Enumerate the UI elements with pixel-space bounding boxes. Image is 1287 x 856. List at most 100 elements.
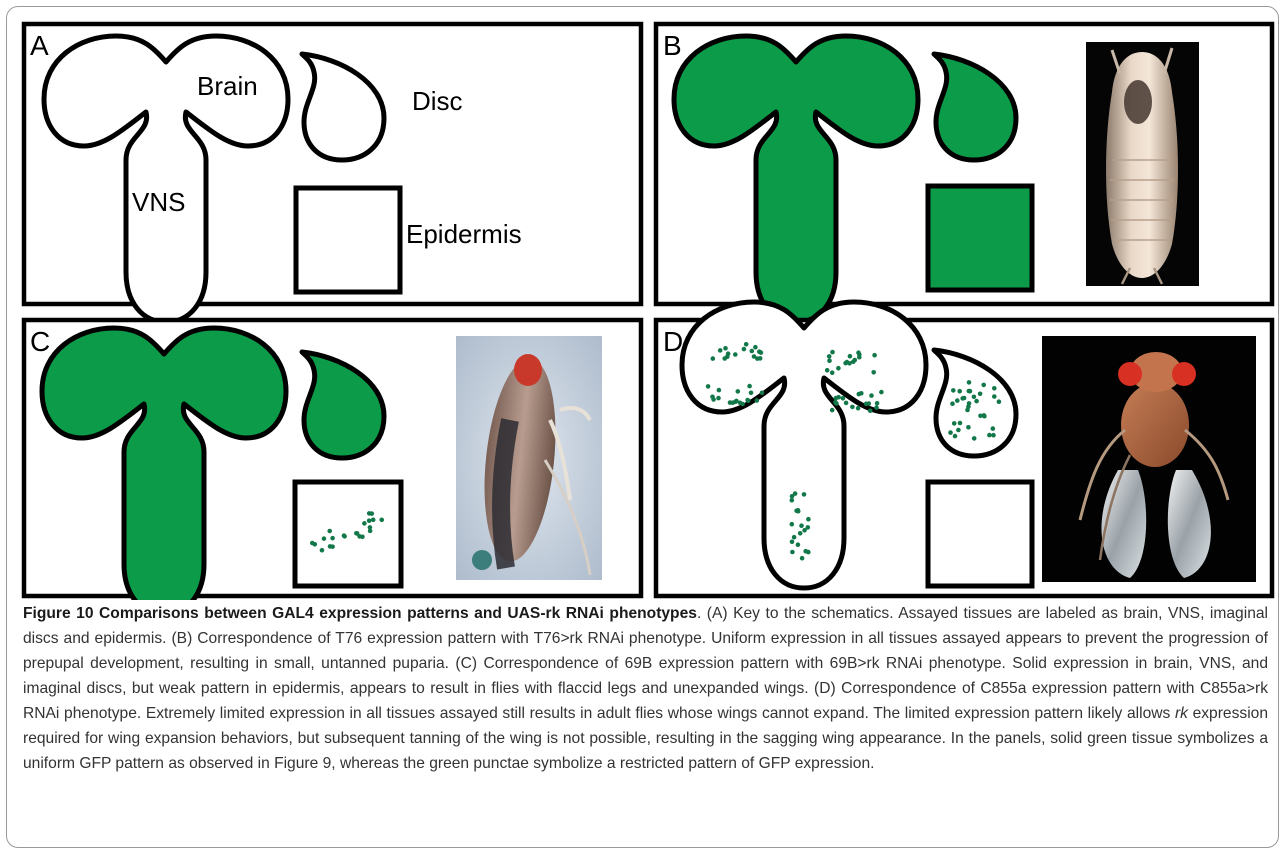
epidermis-solid	[928, 186, 1032, 290]
gfp-punctum	[744, 342, 749, 347]
gfp-punctum	[827, 359, 832, 364]
gfp-punctum	[830, 350, 835, 355]
gfp-punctum	[956, 428, 961, 433]
gfp-punctum	[806, 525, 811, 530]
gfp-punctum	[871, 370, 876, 375]
gfp-punctum	[738, 401, 743, 406]
panel-b: B	[656, 24, 1272, 322]
gfp-punctum	[991, 426, 996, 431]
gfp-punctum	[857, 355, 862, 360]
gfp-punctum	[968, 389, 973, 394]
gfp-punctum	[755, 398, 760, 403]
gfp-punctum	[749, 391, 754, 396]
puparium-photo	[1086, 42, 1199, 286]
caption-italic-gene: rk	[1175, 705, 1188, 722]
gfp-punctum	[798, 531, 803, 536]
disc-label: Disc	[412, 86, 463, 116]
gfp-punctum	[792, 535, 797, 540]
gfp-punctum	[830, 370, 835, 375]
epidermis-label: Epidermis	[406, 219, 522, 249]
gfp-punctum	[987, 433, 992, 438]
gfp-punctum	[967, 380, 972, 385]
gfp-punctum	[974, 399, 979, 404]
sagging-wing-fly-photo	[1042, 336, 1256, 582]
gfp-punctum	[736, 389, 741, 394]
gfp-punctum	[851, 359, 856, 364]
gfp-punctum	[875, 401, 880, 406]
gfp-punctum	[796, 542, 801, 547]
gfp-punctum	[850, 405, 855, 410]
figure-caption: Figure 10 Comparisons between GAL4 expre…	[23, 601, 1268, 776]
flaccid-fly-photo	[456, 336, 602, 580]
gfp-punctum	[742, 347, 747, 352]
gfp-punctum	[859, 391, 864, 396]
gfp-punctum	[841, 396, 846, 401]
panel-a-letter: A	[30, 30, 49, 61]
gfp-punctum	[790, 540, 795, 545]
gfp-punctum	[867, 401, 872, 406]
brain-label: Brain	[197, 71, 258, 101]
gfp-punctum	[869, 393, 874, 398]
gfp-punctum	[806, 550, 811, 555]
panel-b-letter: B	[663, 30, 682, 61]
gfp-punctum	[948, 430, 953, 435]
gfp-punctum	[716, 396, 721, 401]
figure-illustration: A Brain VNS Disc Epidermis B C	[0, 0, 1287, 600]
caption-body-1: . (A) Key to the schematics. Assayed tis…	[23, 605, 1268, 722]
gfp-punctum	[746, 398, 751, 403]
gfp-punctum	[997, 399, 1002, 404]
gfp-punctum	[722, 356, 727, 361]
gfp-punctum	[717, 388, 722, 393]
gfp-punctum	[711, 356, 716, 361]
gfp-punctum	[802, 492, 807, 497]
gfp-punctum	[796, 508, 801, 513]
gfp-punctum	[848, 354, 853, 359]
gfp-punctum	[992, 394, 997, 399]
epidermis-outline	[296, 188, 400, 292]
gfp-punctum	[972, 395, 977, 400]
gfp-punctum	[950, 401, 955, 406]
gfp-punctum	[731, 400, 736, 405]
gfp-punctum	[750, 349, 755, 354]
gfp-punctum	[868, 409, 873, 414]
gfp-punctum	[759, 350, 764, 355]
panel-c: C	[24, 320, 641, 600]
gfp-punctum	[723, 346, 728, 351]
gfp-punctum	[953, 434, 958, 439]
gfp-punctum	[752, 354, 757, 359]
gfp-punctum	[834, 401, 839, 406]
gfp-punctum	[790, 522, 795, 527]
gfp-punctum	[718, 348, 723, 353]
gfp-punctum	[872, 353, 877, 358]
gfp-punctum	[753, 345, 758, 350]
gfp-punctum	[760, 391, 765, 396]
gfp-punctum	[957, 389, 962, 394]
gfp-punctum	[874, 405, 879, 410]
panel-c-letter: C	[30, 326, 50, 357]
gfp-punctum	[958, 421, 963, 426]
gfp-punctum	[856, 406, 861, 411]
gfp-punctum	[879, 390, 884, 395]
gfp-punctum	[706, 384, 711, 389]
caption-title: Figure 10 Comparisons between GAL4 expre…	[23, 605, 697, 622]
gfp-punctum	[836, 366, 841, 371]
gfp-punctum	[844, 401, 849, 406]
gfp-punctum	[827, 354, 832, 359]
gfp-punctum	[834, 396, 839, 401]
panel-d: D	[656, 302, 1272, 596]
gfp-punctum	[710, 395, 715, 400]
gfp-punctum	[992, 386, 997, 391]
panel-a: A Brain VNS Disc Epidermis	[24, 24, 641, 322]
gfp-punctum	[991, 433, 996, 438]
gfp-punctum	[955, 398, 960, 403]
gfp-punctum	[830, 408, 835, 413]
gfp-punctum	[981, 383, 986, 388]
gfp-punctum	[952, 421, 957, 426]
gfp-punctum	[790, 494, 795, 499]
gfp-punctum	[806, 517, 811, 522]
gfp-punctum	[800, 556, 805, 561]
epidermis-outline	[928, 482, 1032, 586]
gfp-punctum	[825, 368, 830, 373]
gfp-punctum	[967, 401, 972, 406]
gfp-punctum	[843, 361, 848, 366]
